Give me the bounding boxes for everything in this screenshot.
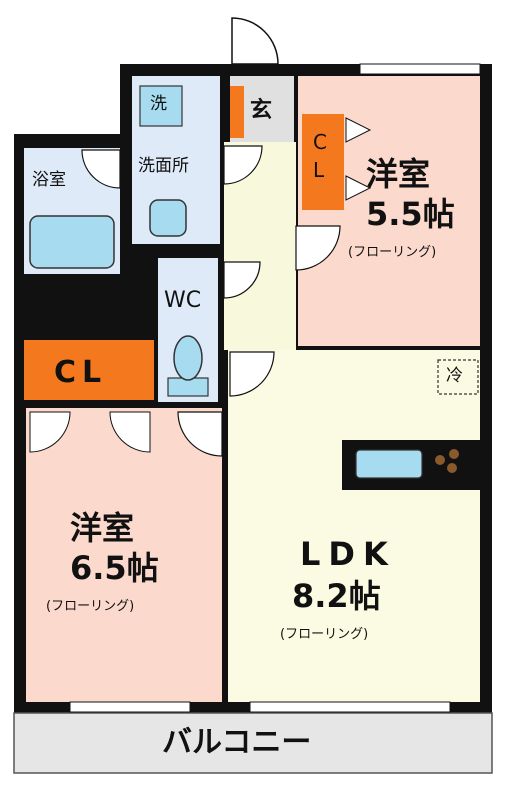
washroom-door bbox=[223, 145, 263, 185]
toilet-door bbox=[223, 261, 261, 299]
fridge-label: 冷 bbox=[446, 366, 463, 386]
closet-small-label-2: L bbox=[313, 158, 325, 182]
western-room-2-size: 6.5帖 bbox=[70, 549, 159, 587]
window bbox=[249, 701, 451, 713]
wash-basin bbox=[149, 199, 187, 237]
balcony-area bbox=[13, 712, 493, 774]
washroom-label: 洗面所 bbox=[138, 156, 189, 176]
ldk-name: LDK bbox=[300, 535, 396, 573]
western-room-2-area bbox=[26, 408, 222, 702]
entrance-shoe-box bbox=[230, 86, 244, 138]
closet-small-label-1: C bbox=[313, 130, 327, 154]
closet-large-area bbox=[24, 340, 154, 400]
western-room-2-name: 洋室 bbox=[70, 509, 135, 547]
toilet-label: WC bbox=[164, 288, 202, 313]
fridge-space bbox=[437, 359, 479, 395]
western-room-1-floor: (フローリング) bbox=[348, 245, 437, 260]
ldk-door bbox=[229, 351, 275, 397]
entrance-door bbox=[231, 17, 279, 65]
closet-door-right bbox=[109, 411, 151, 453]
ldk-floor: (フローリング) bbox=[280, 627, 369, 642]
western-room-1-size: 5.5帖 bbox=[366, 195, 455, 233]
stove-burner bbox=[449, 449, 459, 459]
window bbox=[359, 63, 481, 75]
ldk-size: 8.2帖 bbox=[292, 577, 381, 615]
western-room-2-floor: (フローリング) bbox=[46, 599, 135, 614]
stove-burner bbox=[435, 455, 445, 465]
room2-door bbox=[177, 411, 223, 457]
closet-large-label: CL bbox=[54, 355, 108, 390]
closet-small-door bbox=[345, 175, 372, 201]
washing-machine-label: 洗 bbox=[150, 94, 167, 114]
entrance-label: 玄 bbox=[250, 98, 273, 123]
bathtub bbox=[29, 215, 115, 269]
kitchen-sink bbox=[355, 449, 423, 479]
washing-machine-pan bbox=[139, 85, 183, 127]
stove-burner bbox=[447, 463, 457, 473]
bathroom-label: 浴室 bbox=[32, 170, 66, 190]
closet-small-area bbox=[302, 114, 344, 210]
closet-door-left bbox=[29, 411, 71, 453]
western-room-1-name: 洋室 bbox=[366, 155, 431, 193]
closet-small-door bbox=[345, 117, 372, 143]
window bbox=[69, 701, 191, 713]
balcony-label: バルコニー bbox=[162, 725, 312, 760]
toilet-bowl bbox=[173, 335, 203, 381]
ldk-area bbox=[228, 350, 480, 702]
room1-door bbox=[295, 225, 341, 271]
bath-door bbox=[81, 149, 121, 189]
